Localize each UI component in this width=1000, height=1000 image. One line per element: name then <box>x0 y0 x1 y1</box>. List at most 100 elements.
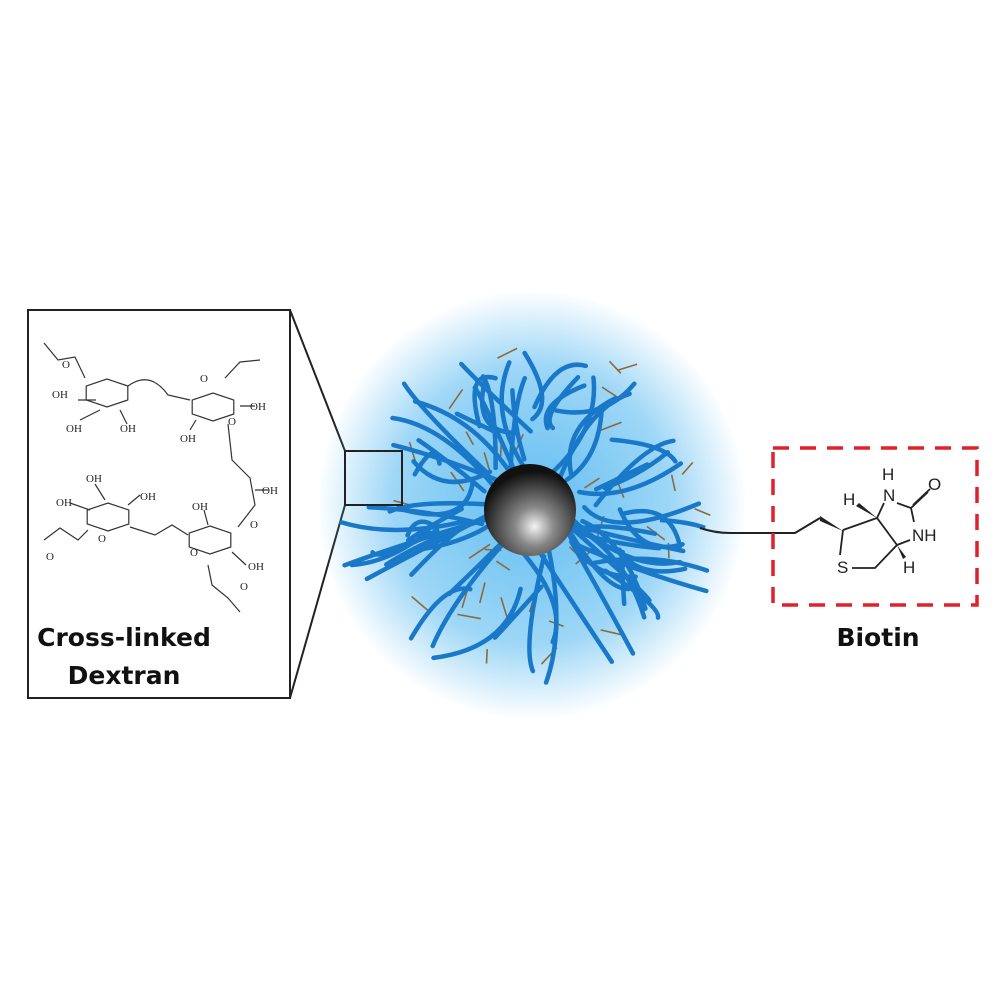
dextran-strand <box>559 519 686 554</box>
biotin-group: H N O NH H S H Biotin <box>699 446 979 652</box>
crosslink <box>465 431 475 446</box>
dextran-atom-label: O <box>200 373 208 385</box>
dextran-strands <box>339 350 710 685</box>
atom-o: O <box>928 475 941 494</box>
dextran-strand <box>567 533 638 579</box>
dextran-strand <box>543 383 587 431</box>
dextran-strand <box>569 539 636 656</box>
dextran-strand <box>573 541 709 594</box>
dextran-atom-label: O <box>46 551 54 563</box>
crosslink <box>485 649 488 664</box>
crosslink <box>617 363 638 371</box>
crosslink <box>479 582 486 604</box>
dextran-strand <box>364 511 493 582</box>
dextran-strand <box>620 508 683 549</box>
atom-s: S <box>837 558 848 577</box>
dextran-atom-label: OH <box>180 433 196 445</box>
dextran-atom-label: OH <box>52 389 68 401</box>
dextran-strand <box>589 556 710 573</box>
dextran-atom-label: OH <box>56 497 72 509</box>
dextran-strand <box>577 461 684 497</box>
dextran-strand <box>510 388 527 462</box>
dextran-atom-label: OH <box>192 501 208 513</box>
dextran-strand <box>564 407 604 483</box>
nanoparticle <box>317 290 747 720</box>
atom-nh: NH <box>912 526 937 545</box>
dextran-structure <box>43 342 268 613</box>
dextran-atom-label: O <box>250 519 258 531</box>
zoom-region-box <box>344 450 403 506</box>
crosslink <box>495 560 511 571</box>
sugar-ring <box>188 525 232 555</box>
dextran-strand <box>593 438 676 508</box>
crosslink <box>468 543 491 559</box>
dextran-label-line1: Cross-linked <box>37 623 211 652</box>
dextran-strand <box>405 519 440 538</box>
crosslink <box>681 461 694 476</box>
dextran-label-line2: Dextran <box>68 661 181 690</box>
atom-n-top: N <box>883 486 895 505</box>
crosslink <box>694 508 711 516</box>
crosslink <box>600 629 622 636</box>
dextran-strand <box>390 415 499 492</box>
biotin-linker <box>699 517 821 534</box>
dextran-strand <box>573 524 658 536</box>
dextran-atom-label: O <box>62 359 70 371</box>
dextran-strand <box>659 517 706 531</box>
dextran-strand <box>412 450 442 477</box>
sugar-ring <box>191 392 235 422</box>
dextran-atom-label: O <box>98 533 106 545</box>
atom-h-left: H <box>843 490 855 509</box>
wedge-h-bottom <box>897 545 906 559</box>
dextran-strand <box>535 546 615 664</box>
crosslink <box>584 477 600 489</box>
atom-h-top: H <box>882 465 894 484</box>
wedge-h-top <box>856 503 877 518</box>
sugar-ring <box>86 502 130 532</box>
dextran-strand <box>567 396 618 476</box>
dextran-atom-label: O <box>190 547 198 559</box>
dextran-atom-label: OH <box>250 401 266 413</box>
dextran-strand <box>553 391 632 491</box>
dextran-strand <box>593 462 650 492</box>
biotin-label: Biotin <box>836 623 919 652</box>
glycosidic-bonds <box>43 342 268 613</box>
dextran-strand <box>401 381 490 476</box>
dextran-strand <box>570 517 683 566</box>
crosslink <box>608 360 622 374</box>
wedge-bond <box>820 516 843 531</box>
crosslink <box>483 452 491 473</box>
dextran-atom-label: OH <box>140 491 156 503</box>
dextran-atom-label: OH <box>66 423 82 435</box>
dextran-strand <box>454 411 500 436</box>
dextran-strand <box>547 375 581 431</box>
dextran-atom-label: OH <box>262 485 278 497</box>
dextran-strand <box>430 534 512 649</box>
dextran-strand <box>563 521 631 592</box>
dextran-strand <box>492 584 544 640</box>
crosslink <box>411 595 430 612</box>
atom-h-bottom: H <box>903 558 915 577</box>
dextran-strand <box>532 362 589 410</box>
dextran-strand <box>408 586 473 641</box>
crosslink <box>497 347 518 359</box>
dextran-atom-label: OH <box>86 473 102 485</box>
dextran-atom-label: O <box>240 581 248 593</box>
iron-oxide-core <box>484 464 576 556</box>
crosslink <box>599 421 622 432</box>
dextran-atom-label: OH <box>248 561 264 573</box>
dextran-strand <box>480 374 498 471</box>
dextran-atom-label: O <box>228 416 236 428</box>
crosslink <box>670 474 676 492</box>
biotin-structure <box>839 488 931 569</box>
dextran-strand <box>472 385 519 478</box>
crosslink <box>448 388 464 410</box>
biotin-highlight-box <box>771 446 979 607</box>
dextran-atom-label: OH <box>120 423 136 435</box>
sugar-ring <box>85 378 129 408</box>
crosslink <box>457 613 481 620</box>
dextran-strand <box>339 518 470 533</box>
